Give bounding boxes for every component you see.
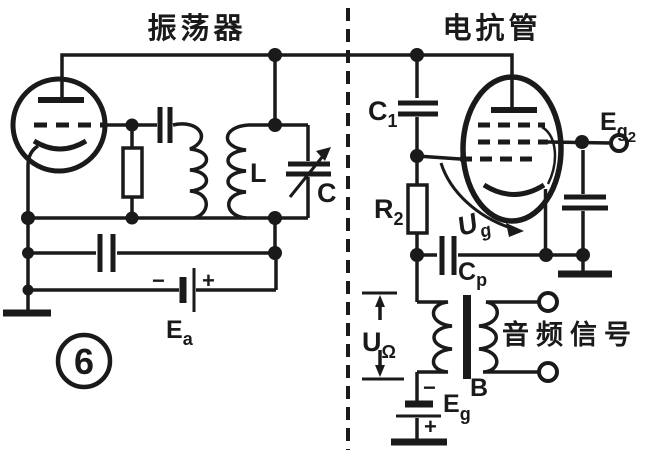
junction-dot	[268, 118, 282, 132]
oscillator-grid-resistor	[121, 125, 144, 218]
audio-input-terminal-bottom	[537, 361, 559, 383]
junction-dot	[125, 118, 139, 132]
plate-battery-ea: − +	[28, 255, 278, 312]
eg-plus-sign: +	[424, 414, 437, 439]
label-c1: C1	[368, 96, 398, 131]
label-r2: R2	[374, 194, 404, 229]
r2-resistor-body	[406, 183, 429, 235]
junction-dot	[22, 247, 34, 259]
feedback-coil	[172, 122, 209, 220]
cathode-coupling-rail	[417, 236, 583, 275]
tube-cathode-arc	[32, 138, 88, 152]
reactance-grid-network	[398, 55, 461, 255]
tube-cathode-arc	[482, 182, 546, 197]
junction-dot	[125, 211, 139, 225]
label-audio-signal: 音频信号	[502, 319, 638, 350]
eg2-terminal-circle	[609, 133, 629, 153]
variable-capacitor-arrow-shaft	[288, 150, 329, 198]
audio-transformer	[415, 255, 559, 383]
figure-number-circle	[55, 332, 113, 390]
screen-supply-branch	[547, 133, 629, 278]
label-cp: Cp	[458, 258, 487, 290]
grid-wire	[416, 154, 461, 161]
label-eg2: Eg2	[600, 108, 636, 146]
tube-envelope	[460, 74, 564, 224]
variable-capacitor-arrow-head	[316, 147, 331, 161]
junction-dot	[576, 248, 590, 262]
reactance-tube-section-title: 电抗管	[442, 11, 541, 45]
reactance-tube-symbol	[460, 74, 564, 255]
label-c: C	[317, 178, 337, 208]
label-eg: Eg	[443, 390, 471, 424]
junction-dot	[539, 248, 553, 262]
figure-number-text: 6	[74, 341, 94, 382]
label-u-omega: UΩ	[362, 327, 396, 362]
transformer-secondary-coil	[478, 300, 538, 374]
junction-dot	[21, 211, 35, 225]
ug-arrow-head	[506, 223, 524, 237]
oscillator-section-title: 振荡器	[147, 12, 246, 45]
ug-arrow-arc	[439, 162, 515, 231]
u-omega-down-arrow-head	[375, 365, 385, 377]
junction-dot	[410, 149, 424, 163]
tube-cathode-lead-wire	[26, 144, 39, 218]
plate-supply-rail-wire	[60, 53, 514, 108]
suppressor-cathode-tie-wire	[541, 125, 557, 185]
junction-dot	[410, 248, 424, 262]
audio-input-terminal-top	[537, 291, 559, 313]
eg-minus-sign: −	[423, 375, 436, 400]
junction-dot	[410, 48, 424, 62]
junction-dot	[268, 48, 282, 62]
transformer-primary-coil	[417, 300, 453, 374]
junction-dot	[268, 211, 282, 225]
junction-dot	[575, 135, 589, 149]
tank-circuit	[225, 55, 331, 253]
junction-dot	[22, 284, 34, 296]
label-ea: Ea	[166, 316, 194, 349]
label-l: L	[250, 158, 267, 188]
oscillator-tube-symbol	[10, 76, 108, 218]
oscillator-grid-capacitor	[157, 107, 173, 143]
resistor-body	[121, 146, 144, 199]
ea-plus-sign: +	[202, 268, 215, 293]
audio-voltage-annotation: UΩ	[362, 291, 404, 381]
bias-battery-eg: − +	[391, 372, 447, 446]
junction-dot	[268, 246, 282, 260]
oscillator-bypass-capacitor	[28, 234, 275, 272]
junction-dots	[21, 48, 590, 296]
figure-number-badge: 6	[55, 332, 113, 390]
label-b: B	[470, 374, 488, 402]
ea-minus-sign: −	[152, 268, 165, 293]
u-omega-up-arrow-head	[375, 295, 385, 307]
tank-inductor-coil	[225, 123, 249, 220]
